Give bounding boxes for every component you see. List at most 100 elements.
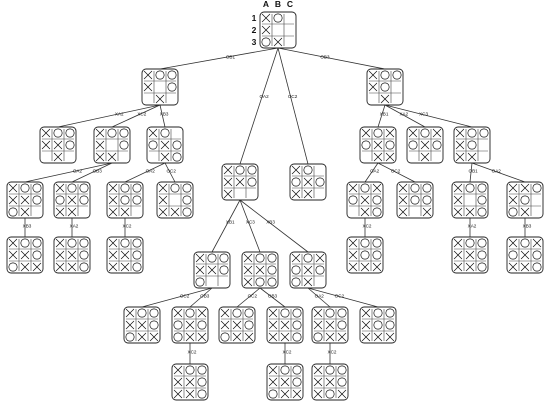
o-mark-icon (207, 253, 217, 263)
tree-edge (124, 162, 166, 183)
o-mark-icon (360, 238, 370, 248)
o-mark-icon (508, 250, 518, 260)
o-mark-icon (291, 177, 301, 187)
x-mark-icon (155, 94, 165, 104)
board-node (346, 181, 384, 219)
o-mark-icon (219, 253, 229, 263)
tree-edge (469, 162, 473, 183)
x-mark-icon (243, 265, 253, 275)
tree-edge (239, 199, 261, 253)
x-mark-icon (348, 183, 358, 193)
x-mark-icon (185, 389, 195, 399)
column-header-label: A (263, 0, 269, 9)
x-mark-icon (467, 152, 477, 162)
o-mark-icon (532, 250, 542, 260)
x-mark-icon (420, 152, 430, 162)
o-mark-icon (185, 308, 195, 318)
o-mark-icon (477, 195, 487, 205)
x-mark-icon (360, 195, 370, 205)
edge-move-label: OC2 (391, 168, 401, 173)
x-mark-icon (303, 189, 313, 199)
x-mark-icon (453, 195, 463, 205)
x-mark-icon (273, 37, 283, 47)
x-mark-icon (20, 207, 30, 217)
edge-move-label: OB3 (93, 168, 103, 173)
row-header-label: 1 (252, 13, 257, 23)
x-mark-icon (232, 332, 242, 342)
o-mark-icon (137, 308, 147, 318)
o-mark-icon (119, 140, 129, 150)
o-mark-icon (348, 195, 358, 205)
x-mark-icon (125, 308, 135, 318)
o-mark-icon (477, 183, 487, 193)
o-mark-icon (337, 377, 347, 387)
o-mark-icon (32, 183, 42, 193)
x-mark-icon (143, 82, 153, 92)
o-mark-icon (385, 320, 395, 330)
board-node (289, 163, 327, 201)
x-mark-icon (95, 128, 105, 138)
x-mark-icon (148, 128, 158, 138)
o-mark-icon (303, 253, 313, 263)
o-mark-icon (173, 332, 183, 342)
x-mark-icon (261, 25, 271, 35)
x-mark-icon (197, 332, 207, 342)
o-mark-icon (315, 265, 325, 275)
o-mark-icon (120, 195, 130, 205)
board-node (106, 181, 144, 219)
o-mark-icon (360, 183, 370, 193)
tree-edge (189, 287, 213, 308)
x-mark-icon (508, 238, 518, 248)
x-mark-icon (108, 262, 118, 272)
x-mark-icon (95, 152, 105, 162)
o-mark-icon (361, 140, 371, 150)
x-mark-icon (380, 94, 390, 104)
o-mark-icon (244, 308, 254, 318)
board-node (218, 306, 256, 344)
edge-move-label: OC2 (166, 168, 176, 173)
x-mark-icon (173, 308, 183, 318)
x-mark-icon (361, 308, 371, 318)
x-mark-icon (220, 308, 230, 318)
x-mark-icon (195, 253, 205, 263)
board-node (406, 126, 444, 164)
tree-edge (159, 47, 279, 70)
x-mark-icon (220, 320, 230, 330)
edge-move-label: XC2 (137, 112, 146, 117)
board-node (93, 126, 131, 164)
tree-edge (71, 162, 113, 183)
o-mark-icon (372, 250, 382, 260)
o-mark-icon (267, 265, 277, 275)
x-mark-icon (313, 320, 323, 330)
o-mark-icon (119, 128, 129, 138)
x-mark-icon (398, 207, 408, 217)
board-node (241, 251, 279, 289)
edge-move-label: OB3 (320, 54, 330, 59)
o-mark-icon (292, 332, 302, 342)
board-node (123, 306, 161, 344)
x-mark-icon (232, 320, 242, 330)
x-mark-icon (108, 207, 118, 217)
o-mark-icon (373, 308, 383, 318)
board-node (451, 181, 489, 219)
o-mark-icon (20, 238, 30, 248)
o-mark-icon (160, 128, 170, 138)
x-mark-icon (337, 332, 347, 342)
x-mark-icon (361, 332, 371, 342)
o-mark-icon (79, 183, 89, 193)
x-mark-icon (313, 365, 323, 375)
o-mark-icon (220, 332, 230, 342)
tree-edge (471, 162, 526, 183)
o-mark-icon (380, 70, 390, 80)
o-mark-icon (408, 140, 418, 150)
tree-edge (377, 162, 416, 183)
board-node (6, 236, 44, 274)
edge-move-label: XA2 (70, 223, 79, 228)
board-node (259, 11, 297, 49)
o-mark-icon (132, 183, 142, 193)
o-mark-icon (325, 365, 335, 375)
x-mark-icon (385, 128, 395, 138)
board-node (453, 126, 491, 164)
edge-move-label: XA2 (115, 112, 124, 117)
o-mark-icon (55, 195, 65, 205)
